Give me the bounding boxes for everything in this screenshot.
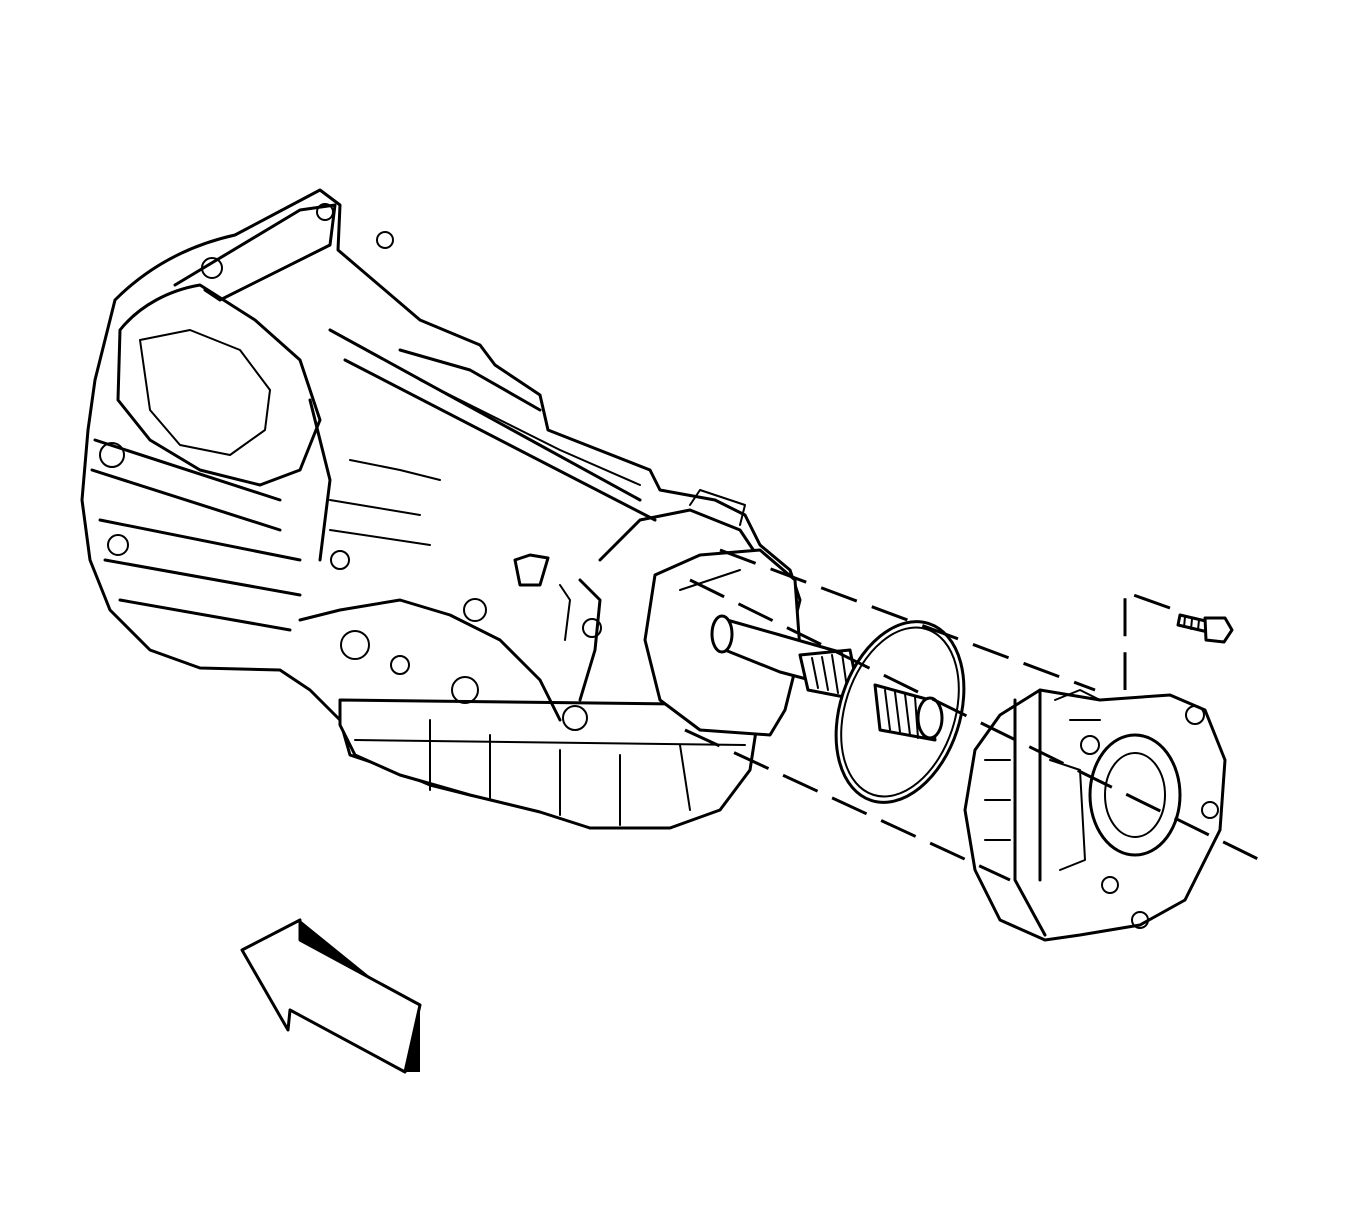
extension-housing (963, 688, 1227, 942)
transmission-case (80, 188, 802, 830)
alignment-lines (684, 548, 1261, 882)
housing-bolt (1176, 613, 1234, 644)
direction-arrow (240, 918, 422, 1074)
